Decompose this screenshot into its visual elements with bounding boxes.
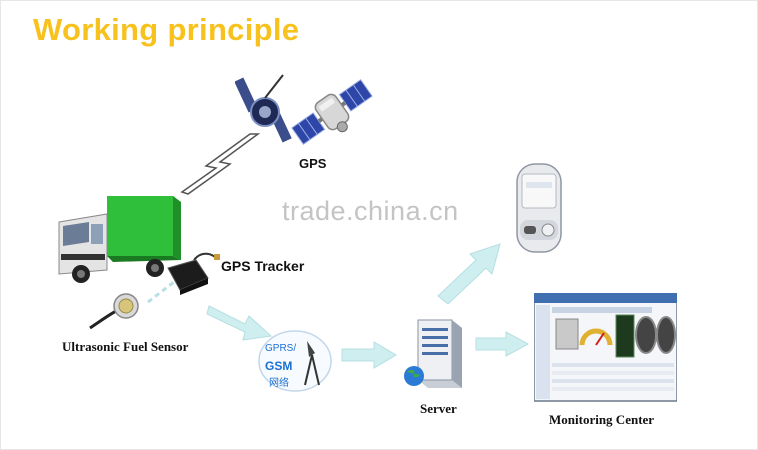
fuel-sensor-label: Ultrasonic Fuel Sensor (62, 339, 189, 354)
gps-tracker-icon (167, 252, 220, 295)
monitor-icon (534, 293, 677, 402)
gprs-gsm-icon (258, 330, 332, 392)
fuel-sensor-icon (89, 293, 139, 330)
server-label: Server (420, 401, 457, 416)
arrow-gprs-to-server (341, 341, 397, 369)
gps-tracker-label: GPS Tracker (221, 258, 305, 274)
watermark: trade.china.cn (282, 196, 459, 226)
page-title: Working principle (33, 12, 300, 47)
lightning-icon (180, 133, 260, 195)
arrow-server-to-monitor (475, 331, 530, 357)
gsm-label: GSM (265, 359, 293, 373)
monitoring-center-label: Monitoring Center (549, 412, 655, 427)
gprs-gsm-node: GPRS/ GSM 网络 (257, 327, 335, 393)
arrow-truck-to-gprs (206, 305, 273, 341)
gprs-label: GPRS/ (265, 343, 297, 354)
satellite-icon (235, 74, 292, 143)
satellite-icon (291, 79, 373, 145)
arrow-server-to-phone (437, 243, 501, 305)
gps-label: GPS (299, 156, 327, 171)
server-icon (404, 319, 462, 388)
phone-icon (516, 163, 562, 253)
truck-icon (58, 196, 181, 283)
gsm-cn-label: 网络 (269, 378, 289, 389)
connector-line (147, 280, 175, 304)
